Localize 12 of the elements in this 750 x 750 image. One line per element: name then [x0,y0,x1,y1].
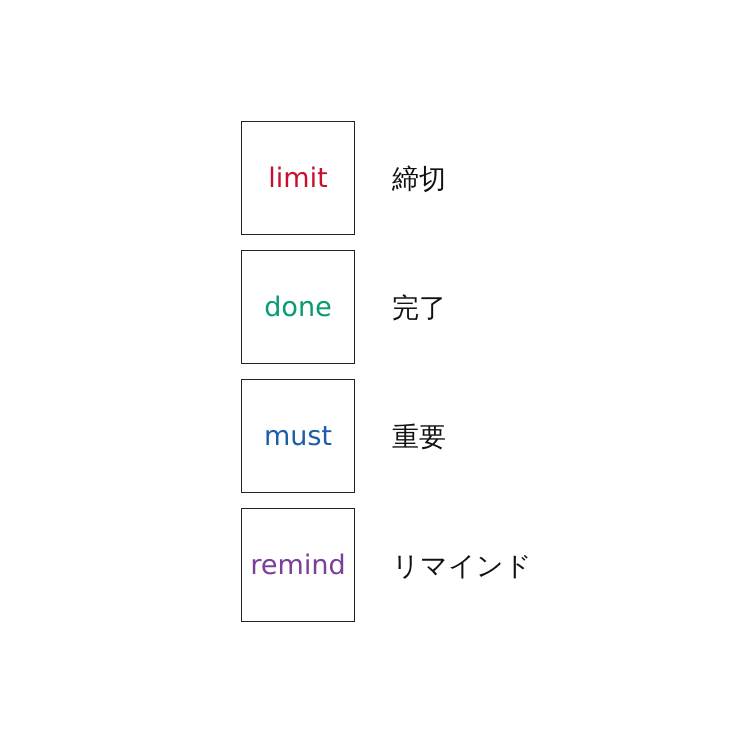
label-word: remind [250,550,346,580]
label-word: done [264,292,332,322]
label-box [241,379,355,493]
label-box [241,508,355,622]
meaning-text: 完了 [392,292,446,326]
label-word: must [264,420,332,452]
label-box [241,121,355,235]
label-box [241,250,355,364]
meaning-text: 重要 [392,421,446,455]
label-word: limit [268,162,328,194]
meaning-text: 締切 [392,163,446,197]
meaning-text: リマインド [392,550,532,584]
